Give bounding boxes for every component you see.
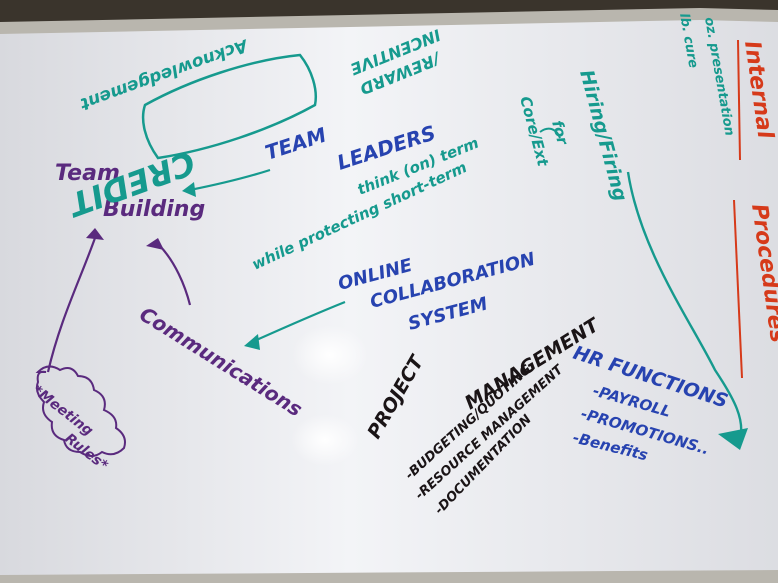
svg-text:Building: Building xyxy=(103,197,205,222)
arrowhead xyxy=(718,428,748,450)
underline xyxy=(737,39,741,161)
light-reflection xyxy=(291,414,359,466)
meeting-rules-cloud xyxy=(35,365,126,457)
arrow-meeting-to-team xyxy=(46,237,97,373)
credit-box xyxy=(141,53,317,160)
arrowhead xyxy=(86,228,104,240)
arrow-comm-to-team xyxy=(159,245,192,306)
light-reflection xyxy=(292,325,368,385)
underline xyxy=(733,199,743,379)
arrowhead xyxy=(244,334,260,350)
board-surface xyxy=(0,20,778,575)
curved-arrow xyxy=(539,127,561,139)
arrowhead xyxy=(182,182,196,197)
arrow-leaders-to-team xyxy=(189,168,271,192)
arrowhead xyxy=(146,238,164,250)
arrow-to-hr xyxy=(626,171,743,441)
team-building-label: Team Building xyxy=(55,161,205,222)
svg-text:Team: Team xyxy=(55,161,120,186)
arrow-online-to-comm xyxy=(251,300,346,344)
